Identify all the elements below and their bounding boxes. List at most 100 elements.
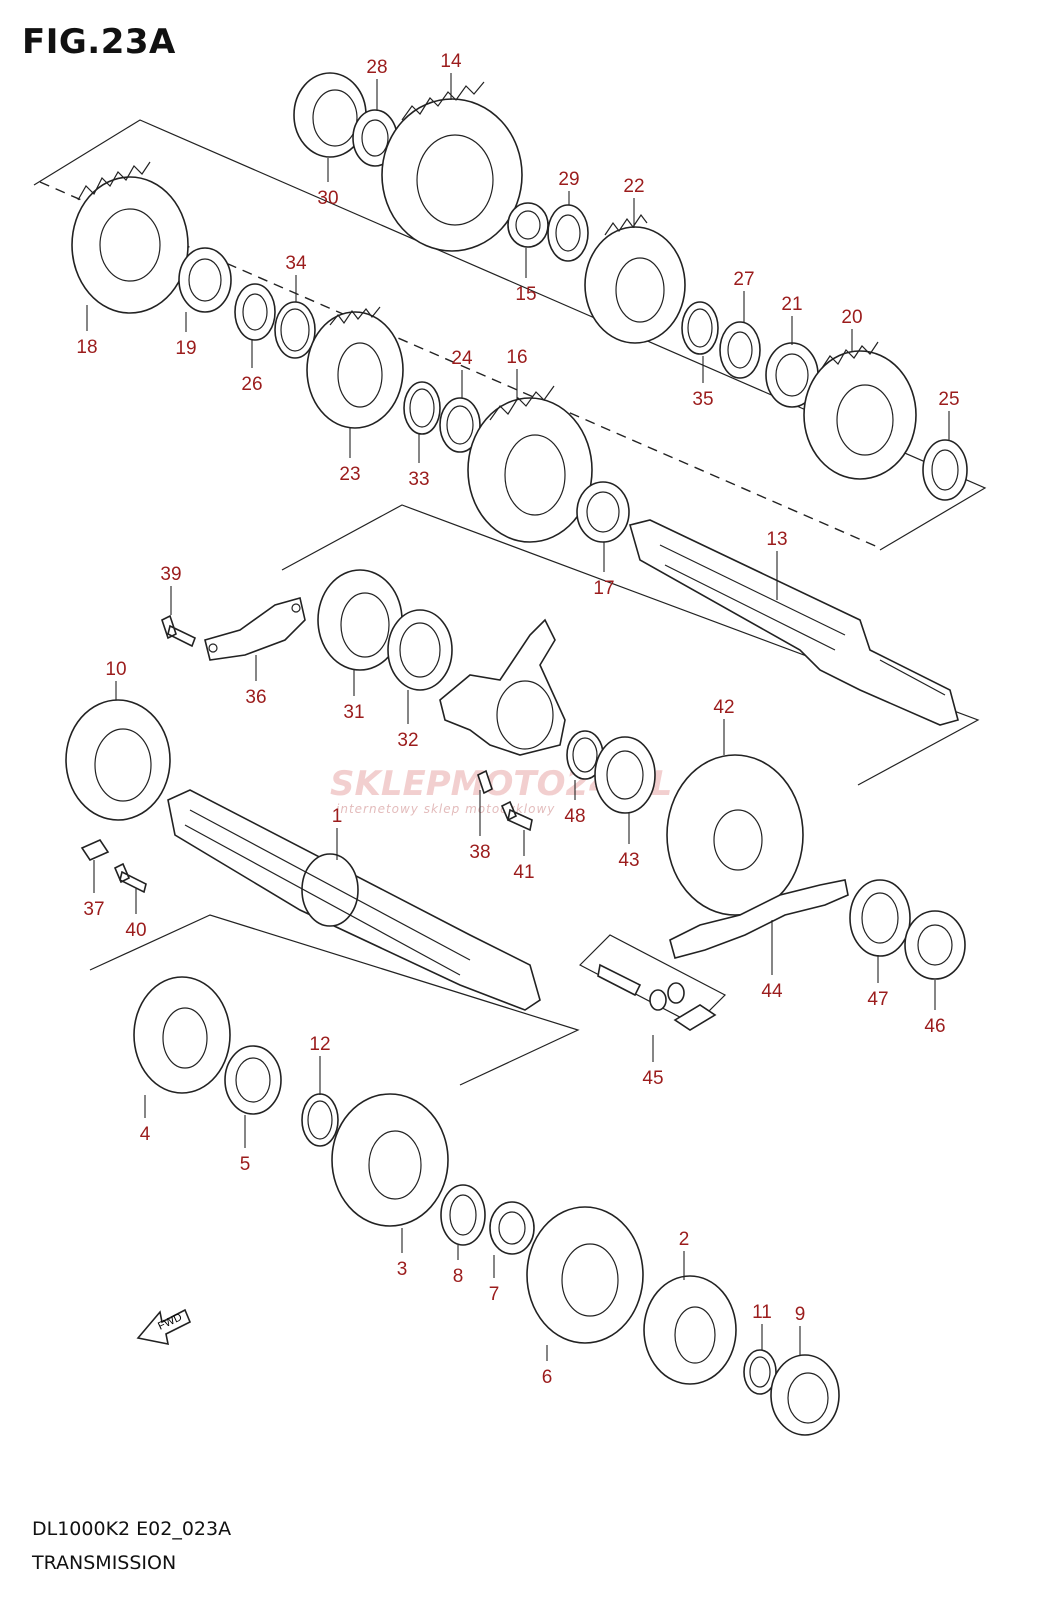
section-name: TRANSMISSION [32, 1552, 177, 1574]
callout-29[interactable]: 29 [558, 169, 579, 190]
callout-21[interactable]: 21 [781, 294, 802, 315]
part-39-bolt[interactable] [161, 614, 197, 648]
part-27-washer[interactable] [719, 321, 761, 379]
part-33-circlip[interactable] [403, 381, 441, 435]
part-5-washer[interactable] [224, 1045, 282, 1115]
callout-40[interactable]: 40 [125, 920, 146, 941]
callout-1[interactable]: 1 [332, 806, 343, 827]
callout-17[interactable]: 17 [593, 578, 614, 599]
callout-6[interactable]: 6 [542, 1367, 553, 1388]
part-13-countershaft[interactable] [629, 519, 959, 726]
callout-34[interactable]: 34 [285, 253, 307, 274]
callout-14[interactable]: 14 [440, 51, 462, 72]
callout-24[interactable]: 24 [451, 348, 473, 369]
part-16-gear[interactable] [467, 385, 593, 543]
callout-7[interactable]: 7 [489, 1284, 500, 1305]
part-11-circlip[interactable] [743, 1349, 777, 1395]
callout-47[interactable]: 47 [867, 989, 888, 1010]
callout-32[interactable]: 32 [397, 730, 418, 751]
part-4-gear[interactable] [133, 976, 231, 1094]
part-32-oil-seal[interactable] [387, 609, 453, 691]
part-41-screw[interactable] [500, 800, 533, 832]
part-6-gear[interactable] [526, 1206, 644, 1344]
callout-12[interactable]: 12 [309, 1034, 330, 1055]
part-34-circlip[interactable] [274, 301, 316, 359]
callout-45[interactable]: 45 [642, 1068, 663, 1089]
callout-18[interactable]: 18 [76, 337, 97, 358]
callout-8[interactable]: 8 [453, 1266, 464, 1287]
callout-13[interactable]: 13 [766, 529, 787, 550]
callout-2[interactable]: 2 [679, 1229, 690, 1250]
callout-42[interactable]: 42 [713, 697, 734, 718]
part-12-circlip[interactable] [301, 1093, 339, 1147]
part-8-washer[interactable] [440, 1184, 486, 1246]
callout-11[interactable]: 11 [752, 1302, 772, 1323]
part-14-gear[interactable] [381, 81, 523, 252]
part-35-circlip[interactable] [681, 301, 719, 355]
callout-37[interactable]: 37 [83, 899, 104, 920]
part-43-spacer[interactable] [594, 736, 656, 814]
callout-44[interactable]: 44 [761, 981, 783, 1002]
part-23-gear[interactable] [306, 306, 404, 429]
part-9-bearing[interactable] [770, 1354, 840, 1436]
callout-25[interactable]: 25 [938, 389, 959, 410]
part-45-joint-kit[interactable] [578, 934, 727, 1031]
part-19-needle-bearing[interactable] [178, 247, 232, 313]
part-22-gear[interactable] [584, 213, 686, 344]
callout-22[interactable]: 22 [623, 176, 644, 197]
part-37-pin[interactable] [80, 838, 110, 862]
callout-15[interactable]: 15 [515, 284, 536, 305]
callout-9[interactable]: 9 [795, 1304, 806, 1325]
callout-39[interactable]: 39 [160, 564, 181, 585]
callout-16[interactable]: 16 [506, 347, 527, 368]
part-41-retainer[interactable] [439, 618, 566, 756]
callout-23[interactable]: 23 [339, 464, 360, 485]
callout-3[interactable]: 3 [397, 1259, 408, 1280]
part-3-gear[interactable] [331, 1093, 449, 1227]
part-40-screw[interactable] [113, 862, 147, 894]
callout-28[interactable]: 28 [366, 57, 387, 78]
part-29-washer[interactable] [547, 204, 589, 262]
panel-frames [33, 119, 987, 1086]
part-2-gear[interactable] [643, 1275, 737, 1385]
part-25-washer[interactable] [922, 439, 968, 501]
callout-36[interactable]: 36 [245, 687, 266, 708]
frame-countershaft-lower [89, 914, 580, 1086]
callout-4[interactable]: 4 [140, 1124, 151, 1145]
part-47-washer[interactable] [849, 879, 911, 957]
callout-41[interactable]: 41 [513, 862, 534, 883]
part-38-bolt[interactable] [477, 769, 493, 795]
watermark-tagline: internetowy sklep motocyklowy [336, 802, 555, 816]
part-46-nut[interactable] [904, 910, 966, 980]
part-17-bushing[interactable] [576, 481, 630, 543]
callout-19[interactable]: 19 [175, 338, 196, 359]
part-24-washer[interactable] [439, 397, 481, 453]
callout-20[interactable]: 20 [841, 307, 862, 328]
callout-33[interactable]: 33 [408, 469, 429, 490]
frame-countershaft-upper [33, 119, 987, 551]
part-1-countershaft[interactable] [167, 789, 541, 1011]
callout-46[interactable]: 46 [924, 1016, 945, 1037]
callout-27[interactable]: 27 [733, 269, 754, 290]
callout-30[interactable]: 30 [317, 188, 338, 209]
part-7-bushing[interactable] [489, 1201, 535, 1255]
model-code: DL1000K2 E02_023A [32, 1518, 232, 1540]
part-42-sprocket[interactable] [666, 754, 804, 916]
part-36-plate[interactable] [204, 597, 306, 661]
callout-48[interactable]: 48 [564, 806, 585, 827]
part-26-washer[interactable] [234, 283, 276, 341]
callout-31[interactable]: 31 [343, 702, 364, 723]
part-20-gear[interactable] [803, 341, 917, 480]
callout-38[interactable]: 38 [469, 842, 490, 863]
part-18-gear[interactable] [71, 161, 189, 314]
callout-10[interactable]: 10 [105, 659, 126, 680]
part-10-bearing[interactable] [65, 699, 171, 821]
callout-43[interactable]: 43 [618, 850, 639, 871]
callout-26[interactable]: 26 [241, 374, 262, 395]
part-44-chain[interactable] [669, 879, 849, 959]
part-15-bushing[interactable] [507, 202, 549, 248]
callout-35[interactable]: 35 [692, 389, 713, 410]
callout-5[interactable]: 5 [240, 1154, 251, 1175]
